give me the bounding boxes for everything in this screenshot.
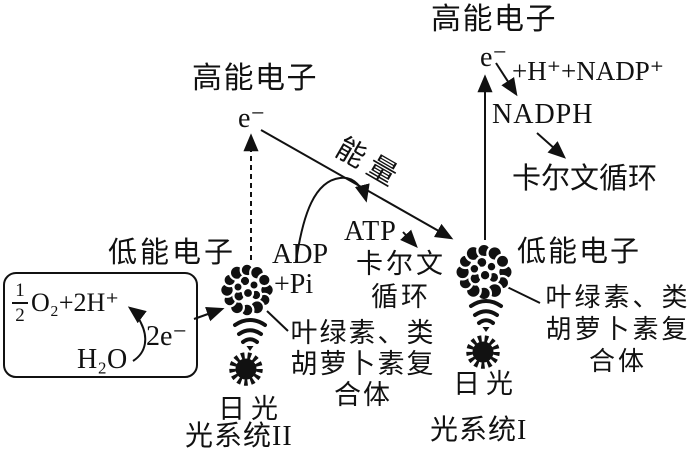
ps1-complex-pointer-line: [502, 284, 541, 304]
ps1-sunlight-label: 日光: [453, 369, 519, 399]
ps2-high-energy-electron-label: 高能电子: [192, 62, 318, 95]
calvin-center-line2: 循环: [371, 282, 431, 312]
water-splitting-box: 1 2 O₂+2H⁺ H₂O: [3, 272, 198, 378]
electron-to-nadph-arrow: [495, 62, 518, 97]
ps1-complex-line1: 叶绿素、类: [545, 283, 691, 312]
ps2-pigment-complex-blob: [219, 262, 275, 318]
ps2-low-energy-electron-label: 低能电子: [108, 237, 237, 269]
nadph-to-calvin-arrow: [536, 132, 567, 159]
ps2-light-rays-icon: [233, 318, 267, 353]
ps2-name-label: 光系统II: [185, 421, 293, 452]
calvin-cycle-center-label: 卡尔文 循环: [353, 248, 449, 314]
water-splitting-arrow: [127, 306, 147, 362]
oxygen-product-formula: 1 2 O₂+2H⁺: [12, 281, 119, 325]
ps2-pigment-complex-label: 叶绿素、类 胡萝卜素复 合体: [283, 318, 443, 411]
ps1-light-rays-icon: [469, 299, 503, 334]
oxygen-formula-text: O₂+2H⁺: [31, 288, 120, 317]
ps2-electron-symbol: e⁻: [238, 103, 266, 134]
atp-to-calvin-arrow: [400, 229, 418, 248]
ps2-complex-pointer-line: [266, 310, 289, 332]
water-electrons-to-ps2-arrow: [193, 307, 225, 322]
ps2-complex-line1: 叶绿素、类: [290, 318, 436, 348]
fraction-bar: [12, 302, 28, 304]
fraction-denominator: 2: [15, 305, 25, 326]
ps1-low-energy-electron-label: 低能电子: [517, 236, 642, 268]
nadph-label: NADPH: [492, 99, 594, 130]
ps1-sun-icon: [470, 339, 497, 366]
ps1-complex-line2: 胡萝卜素复: [545, 315, 691, 344]
two-electrons-label: 2e⁻: [146, 321, 188, 352]
calvin-center-line1: 卡尔文: [356, 249, 446, 279]
adp-to-atp-energy-arc: [295, 176, 370, 263]
ps1-complex-line3: 合体: [588, 347, 647, 376]
ps2-complex-line3: 合体: [334, 380, 392, 410]
ps1-high-energy-electron-label: 高能电子: [431, 3, 557, 36]
ps1-pigment-complex-blob: [454, 242, 514, 302]
calvin-cycle-right-label: 卡尔文循环: [512, 163, 658, 195]
ps1-pigment-complex-label: 叶绿素、类 胡萝卜素复 合体: [541, 282, 694, 378]
one-half-fraction: 1 2: [12, 281, 28, 325]
ps1-electron-symbol: e⁻: [480, 42, 508, 73]
adp-label: ADP: [272, 239, 329, 270]
nadp-reaction-label: +H⁺+NADP⁺: [512, 56, 664, 86]
ps2-sun-icon: [233, 356, 260, 383]
fraction-numerator: 1: [15, 280, 25, 301]
pi-label: +Pi: [274, 269, 314, 300]
water-formula: H₂O: [77, 344, 128, 375]
ps1-name-label: 光系统I: [430, 415, 528, 446]
ps2-sunlight-label: 日光: [218, 394, 284, 424]
ps2-complex-line2: 胡萝卜素复: [290, 349, 436, 379]
atp-label: ATP: [344, 216, 397, 247]
